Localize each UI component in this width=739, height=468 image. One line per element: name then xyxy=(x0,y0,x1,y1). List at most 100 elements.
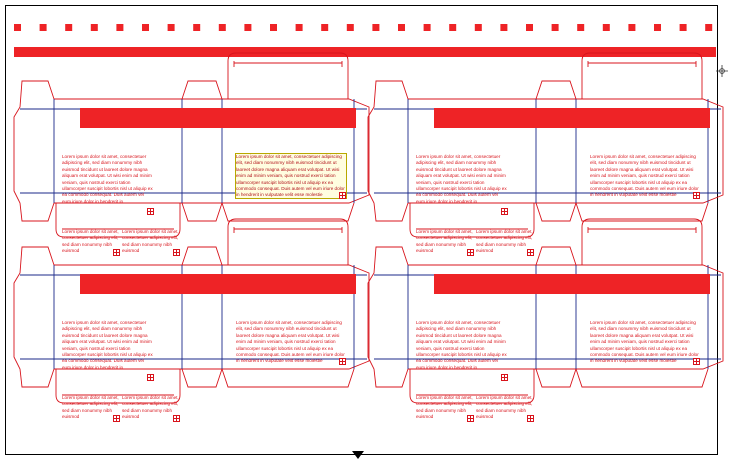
perforation-mark xyxy=(551,24,559,31)
perforation-mark xyxy=(39,24,47,31)
perforation-mark xyxy=(628,24,636,31)
carton-dust-flap xyxy=(181,80,223,100)
flap-text[interactable]: Lorem ipsum dolor sit amet, consectetuer… xyxy=(122,395,179,420)
tuck-slot xyxy=(587,61,697,67)
front-panel-text[interactable]: Lorem ipsum dolor sit amet, consectetuer… xyxy=(62,320,153,370)
perforation-mark xyxy=(577,24,585,31)
down-triangle-icon[interactable] xyxy=(352,451,364,459)
text-overflow-icon[interactable] xyxy=(173,249,180,256)
carton-dust-flap xyxy=(575,202,709,222)
perforation-mark xyxy=(14,24,21,31)
perforation-mark xyxy=(372,24,380,31)
flap-text[interactable]: Lorem ipsum dolor sit amet, consectetuer… xyxy=(122,229,179,254)
carton-dust-flap xyxy=(181,246,223,266)
carton-left-flap xyxy=(13,80,55,222)
carton-outline xyxy=(408,264,724,370)
carton-left-flap xyxy=(13,246,55,388)
front-panel-banner xyxy=(434,274,710,294)
text-overflow-icon[interactable] xyxy=(527,415,534,422)
carton-left-flap xyxy=(367,80,409,222)
carton-top-tuck xyxy=(581,52,703,99)
perforation-mark xyxy=(346,24,354,31)
front-panel-text[interactable]: Lorem ipsum dolor sit amet, consectetuer… xyxy=(416,320,507,370)
text-overflow-icon[interactable] xyxy=(173,415,180,422)
carton-top-tuck xyxy=(227,52,349,99)
crosshair-cursor-icon-lines xyxy=(716,65,728,77)
perforation-mark xyxy=(65,24,73,31)
page-border xyxy=(5,5,718,455)
flap-text[interactable]: Lorem ipsum dolor sit amet, consectetuer… xyxy=(62,395,119,420)
perforation-mark xyxy=(449,24,457,31)
back-panel-text[interactable]: Lorem ipsum dolor sit amet, consectetuer… xyxy=(590,154,699,198)
carton-dust-flap xyxy=(181,202,223,222)
perforation-mark xyxy=(500,24,508,31)
flap-text[interactable]: Lorem ipsum dolor sit amet, consectetuer… xyxy=(476,229,533,254)
perforation-mark xyxy=(270,24,277,31)
perforation-mark xyxy=(244,24,252,31)
perforation-mark xyxy=(295,24,303,31)
perforation-mark xyxy=(398,24,405,31)
tuck-slot xyxy=(587,227,697,233)
carton-top-tuck xyxy=(227,218,349,265)
text-overflow-icon[interactable] xyxy=(501,208,508,215)
perforation-mark xyxy=(142,24,149,31)
text-overflow-icon[interactable] xyxy=(527,249,534,256)
back-panel-text[interactable]: Lorem ipsum dolor sit amet, consectetuer… xyxy=(590,320,699,364)
perforation-mark xyxy=(474,24,482,31)
front-panel-text[interactable]: Lorem ipsum dolor sit amet, consectetuer… xyxy=(416,154,507,204)
text-overflow-icon[interactable] xyxy=(147,208,154,215)
carton-dust-flap xyxy=(535,202,577,222)
perforation-mark xyxy=(116,24,124,31)
back-panel-text[interactable]: Lorem ipsum dolor sit amet, consectetuer… xyxy=(235,153,347,199)
perforation-mark xyxy=(602,24,610,31)
perforation-mark xyxy=(218,24,226,31)
carton-outline xyxy=(54,264,370,370)
perforation-mark xyxy=(705,24,713,31)
carton-top-tuck xyxy=(581,218,703,265)
text-overflow-icon[interactable] xyxy=(339,192,346,199)
text-overflow-icon[interactable] xyxy=(147,374,154,381)
carton-bottom-tuck xyxy=(55,369,181,404)
carton-dust-flap xyxy=(535,80,577,100)
carton-left-flap xyxy=(367,246,409,388)
text-overflow-icon[interactable] xyxy=(693,358,700,365)
carton-bottom-tuck xyxy=(409,369,535,404)
text-overflow-icon[interactable] xyxy=(339,358,346,365)
text-overflow-icon[interactable] xyxy=(113,415,120,422)
tuck-slot xyxy=(233,61,343,67)
flap-text[interactable]: Lorem ipsum dolor sit amet, consectetuer… xyxy=(476,395,533,420)
flap-text[interactable]: Lorem ipsum dolor sit amet, consectetuer… xyxy=(416,395,473,420)
perforation-mark xyxy=(193,24,201,31)
carton-dust-flap xyxy=(221,368,355,388)
carton-bottom-tuck xyxy=(409,203,535,238)
flap-text[interactable]: Lorem ipsum dolor sit amet, consectetuer… xyxy=(62,229,119,254)
front-panel-banner xyxy=(80,108,356,128)
perforation-mark xyxy=(423,24,431,31)
carton-outline xyxy=(408,98,724,204)
perforation-mark xyxy=(167,24,175,31)
tuck-slot xyxy=(233,227,343,233)
back-panel-text[interactable]: Lorem ipsum dolor sit amet, consectetuer… xyxy=(236,320,345,364)
front-panel-text[interactable]: Lorem ipsum dolor sit amet, consectetuer… xyxy=(62,154,153,204)
text-overflow-icon[interactable] xyxy=(467,249,474,256)
perforation-mark xyxy=(679,24,687,31)
carton-dust-flap xyxy=(575,368,709,388)
carton-dust-flap xyxy=(535,368,577,388)
carton-dust-flap xyxy=(221,202,355,222)
top-banner-bar xyxy=(14,47,716,57)
perforation-mark xyxy=(654,24,661,31)
carton-outline xyxy=(54,98,370,204)
perforation-mark xyxy=(526,24,533,31)
flap-text[interactable]: Lorem ipsum dolor sit amet, consectetuer… xyxy=(416,229,473,254)
carton-bottom-tuck xyxy=(55,203,181,238)
perforation-mark xyxy=(321,24,329,31)
text-overflow-icon[interactable] xyxy=(501,374,508,381)
text-overflow-icon[interactable] xyxy=(467,415,474,422)
carton-dust-flap xyxy=(535,246,577,266)
carton-dust-flap xyxy=(181,368,223,388)
text-overflow-icon[interactable] xyxy=(113,249,120,256)
text-overflow-icon[interactable] xyxy=(693,192,700,199)
front-panel-banner xyxy=(434,108,710,128)
